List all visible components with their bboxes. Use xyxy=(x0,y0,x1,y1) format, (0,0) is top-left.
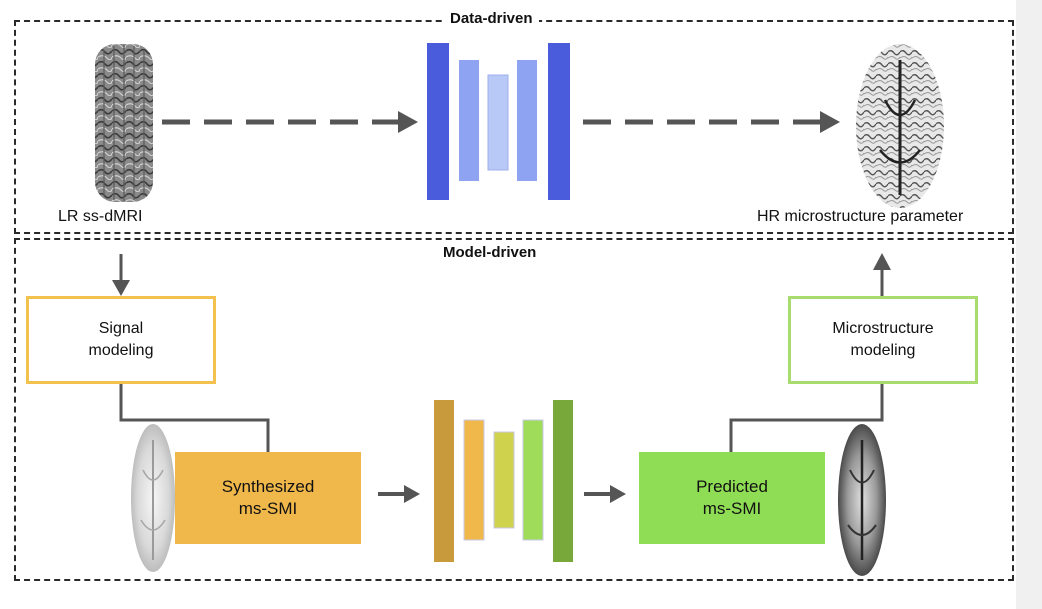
dashed-arrow-right xyxy=(583,111,840,133)
net-blue-layer-4 xyxy=(517,60,537,181)
microstructure-modeling-label: Microstructure modeling xyxy=(832,320,934,359)
right-margin-strip xyxy=(1016,0,1042,609)
data-driven-network xyxy=(427,43,570,200)
net-warm-layer-4 xyxy=(522,419,544,541)
microstructure-modeling-box: Microstructure modeling xyxy=(788,296,978,384)
net-blue-layer-5 xyxy=(548,43,570,200)
model-driven-box xyxy=(14,238,1014,581)
net-warm-layer-5 xyxy=(553,400,573,562)
lr-dmri-image xyxy=(95,44,153,202)
output-label: HR microstructure parameter xyxy=(757,208,964,225)
hr-microstructure-image xyxy=(856,44,944,208)
net-warm-layer-2 xyxy=(463,419,485,541)
synthesized-ms-smi-label: Synthesized ms-SMI xyxy=(221,477,315,518)
arrow-net-to-pred xyxy=(584,485,626,503)
down-arrow-to-signal xyxy=(112,254,130,296)
synthesized-ms-smi-box: Synthesized ms-SMI xyxy=(175,452,361,544)
model-driven-network xyxy=(434,400,573,562)
pred-brain-image xyxy=(838,424,886,576)
connector-signal-to-synth xyxy=(119,384,270,452)
connector-pred-to-micro xyxy=(729,384,884,452)
up-arrow-to-hr xyxy=(873,253,891,296)
model-driven-title: Model-driven xyxy=(437,244,543,262)
signal-modeling-label: Signal modeling xyxy=(88,320,154,359)
net-warm-layer-3 xyxy=(493,431,515,529)
net-blue-layer-3 xyxy=(487,74,509,171)
signal-modeling-box: Signal modeling xyxy=(26,296,216,384)
synth-brain-image xyxy=(131,424,175,572)
arrow-synth-to-net xyxy=(378,485,420,503)
net-warm-layer-1 xyxy=(434,400,454,562)
net-blue-layer-1 xyxy=(427,43,449,200)
net-blue-layer-2 xyxy=(459,60,479,181)
predicted-ms-smi-box: Predicted ms-SMI xyxy=(639,452,825,544)
predicted-ms-smi-label: Predicted ms-SMI xyxy=(696,477,768,518)
data-driven-title: Data-driven xyxy=(444,10,539,28)
dashed-arrow-left xyxy=(162,111,418,133)
input-label: LR ss-dMRI xyxy=(58,208,143,225)
